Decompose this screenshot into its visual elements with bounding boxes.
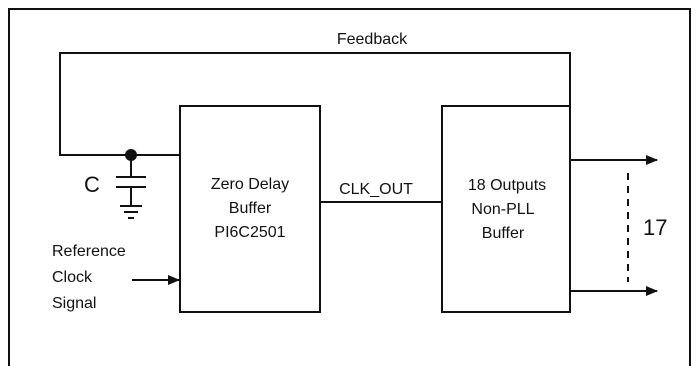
non-pll-buffer-line-3: Buffer [482,225,525,242]
zero-delay-buffer-line-1: Zero Delay [211,176,289,193]
zero-delay-buffer-block [179,105,321,313]
feedback-loop-line [59,52,571,156]
zero-delay-buffer-line-3: PI6C2501 [214,224,285,241]
clk-out-label: CLK_OUT [339,181,413,198]
non-pll-buffer-block [441,105,571,313]
zero-delay-buffer-line-2: Buffer [229,200,272,217]
reference-clock-line-2: Clock [52,269,93,286]
reference-clock-line-3: Signal [52,295,96,312]
output-count-label: 17 [643,215,667,240]
non-pll-buffer-line-2: Non-PLL [471,201,534,218]
capacitor-label: C [84,172,100,197]
ground-symbol [120,205,142,219]
non-pll-buffer-line-1: 18 Outputs [468,177,546,194]
reference-clock-line-1: Reference [52,243,126,260]
feedback-label: Feedback [337,31,408,48]
outer-frame [8,8,691,366]
